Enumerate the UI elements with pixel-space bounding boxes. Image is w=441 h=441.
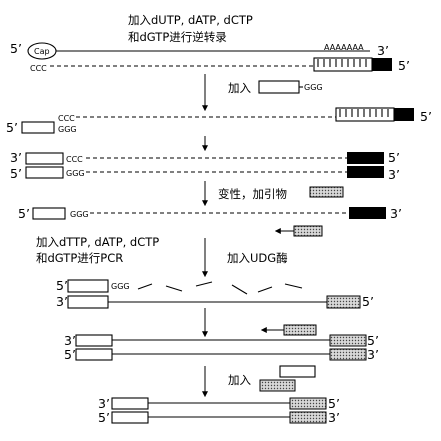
step1-text-line1: 加入dUTP, dATP, dCTP bbox=[128, 13, 253, 27]
add-dotted-primer bbox=[259, 379, 296, 392]
udg-5-end: 5’ bbox=[56, 278, 68, 293]
ds-black-bottom bbox=[347, 166, 384, 178]
adapter-black-2 bbox=[394, 108, 414, 121]
udg-3-end: 3’ bbox=[56, 294, 68, 309]
step1-text-line2: 和dGTP进行逆转录 bbox=[128, 30, 227, 44]
primer-dotted-legend bbox=[309, 186, 344, 198]
udg-label: 加入UDG酶 bbox=[227, 251, 288, 265]
ggg-label-5: GGG bbox=[111, 282, 130, 291]
udg-box-top bbox=[67, 279, 109, 293]
mrna-3-end: 3’ bbox=[377, 43, 389, 58]
degraded-fragments bbox=[137, 281, 303, 295]
udg-box-bottom bbox=[67, 295, 109, 309]
add-label-1: 加入 bbox=[228, 81, 251, 95]
prod-3-end-top: 3’ bbox=[64, 333, 76, 348]
ds-5-end-bottom: 5’ bbox=[10, 166, 22, 181]
oligo-dt-primer-1 bbox=[313, 57, 373, 72]
poly-a-label: AAAAAAA bbox=[324, 43, 364, 52]
ds-black-top bbox=[347, 152, 384, 164]
adapter-box-2 bbox=[21, 121, 55, 134]
ss-black bbox=[349, 207, 386, 219]
pcr-text-line2: 和dGTP进行PCR bbox=[36, 251, 123, 265]
poly-t-ticks-1 bbox=[317, 59, 367, 67]
pcr-text-line1: 加入dTTP, dATP, dCTP bbox=[36, 235, 159, 249]
ds-3-end-bottom: 3’ bbox=[388, 167, 400, 182]
prod-dotted-top bbox=[329, 334, 367, 347]
final-box-top bbox=[111, 397, 149, 410]
add-white-primer bbox=[279, 365, 316, 378]
primer-dotted-1 bbox=[293, 225, 323, 237]
ccc-label-1: CCC bbox=[30, 64, 47, 73]
ccc-label-2: CCC bbox=[58, 114, 75, 123]
prod-box-top bbox=[75, 334, 113, 347]
ss-3-end: 3’ bbox=[390, 206, 402, 221]
ggg-label-4: GGG bbox=[70, 210, 89, 219]
final-box-bottom bbox=[111, 411, 149, 424]
ss-5-end: 5’ bbox=[18, 206, 30, 221]
final-dotted-bottom bbox=[289, 411, 327, 424]
prod-dotted-bottom bbox=[329, 348, 367, 361]
final-5-end-top: 5’ bbox=[328, 396, 340, 411]
primer-dotted-2 bbox=[283, 324, 317, 336]
final-dotted-top bbox=[289, 397, 327, 410]
adapter-oligo bbox=[258, 80, 300, 94]
oligo-dt-primer-2 bbox=[335, 107, 395, 122]
ds-box-top bbox=[25, 152, 64, 165]
final-3-end-bottom: 3’ bbox=[328, 410, 340, 425]
final-5-end-bottom: 5’ bbox=[98, 410, 110, 425]
poly-t-ticks-2 bbox=[339, 109, 389, 117]
prod-5-end-bottom: 5’ bbox=[64, 347, 76, 362]
prod-3-end-bottom: 3’ bbox=[367, 347, 379, 362]
ggg-label-2: GGG bbox=[58, 125, 77, 134]
ggg-label-1: GGG bbox=[304, 83, 323, 92]
ds-5-end-top: 5’ bbox=[388, 150, 400, 165]
cap-label: Cap bbox=[34, 47, 50, 56]
udg-dotted bbox=[326, 295, 361, 309]
adapter-5-end-2: 5’ bbox=[6, 120, 18, 135]
adapter-black-1 bbox=[372, 58, 392, 71]
ds-3-end-top: 3’ bbox=[10, 150, 22, 165]
cdna-5-end-1: 5’ bbox=[398, 58, 410, 73]
ds-box-bottom bbox=[25, 166, 64, 179]
mrna-5-end: 5’ bbox=[10, 41, 22, 56]
prod-box-bottom bbox=[75, 348, 113, 361]
ss-box bbox=[32, 207, 66, 220]
ccc-label-3: CCC bbox=[66, 155, 83, 164]
udg-5-end-right: 5’ bbox=[362, 294, 374, 309]
prod-5-end-top: 5’ bbox=[367, 333, 379, 348]
denature-label: 变性，加引物 bbox=[218, 187, 287, 201]
add-label-2: 加入 bbox=[228, 373, 251, 387]
cdna-5-end-2: 5’ bbox=[420, 109, 432, 124]
ggg-label-3: GGG bbox=[66, 169, 85, 178]
final-3-end-top: 3’ bbox=[98, 396, 110, 411]
